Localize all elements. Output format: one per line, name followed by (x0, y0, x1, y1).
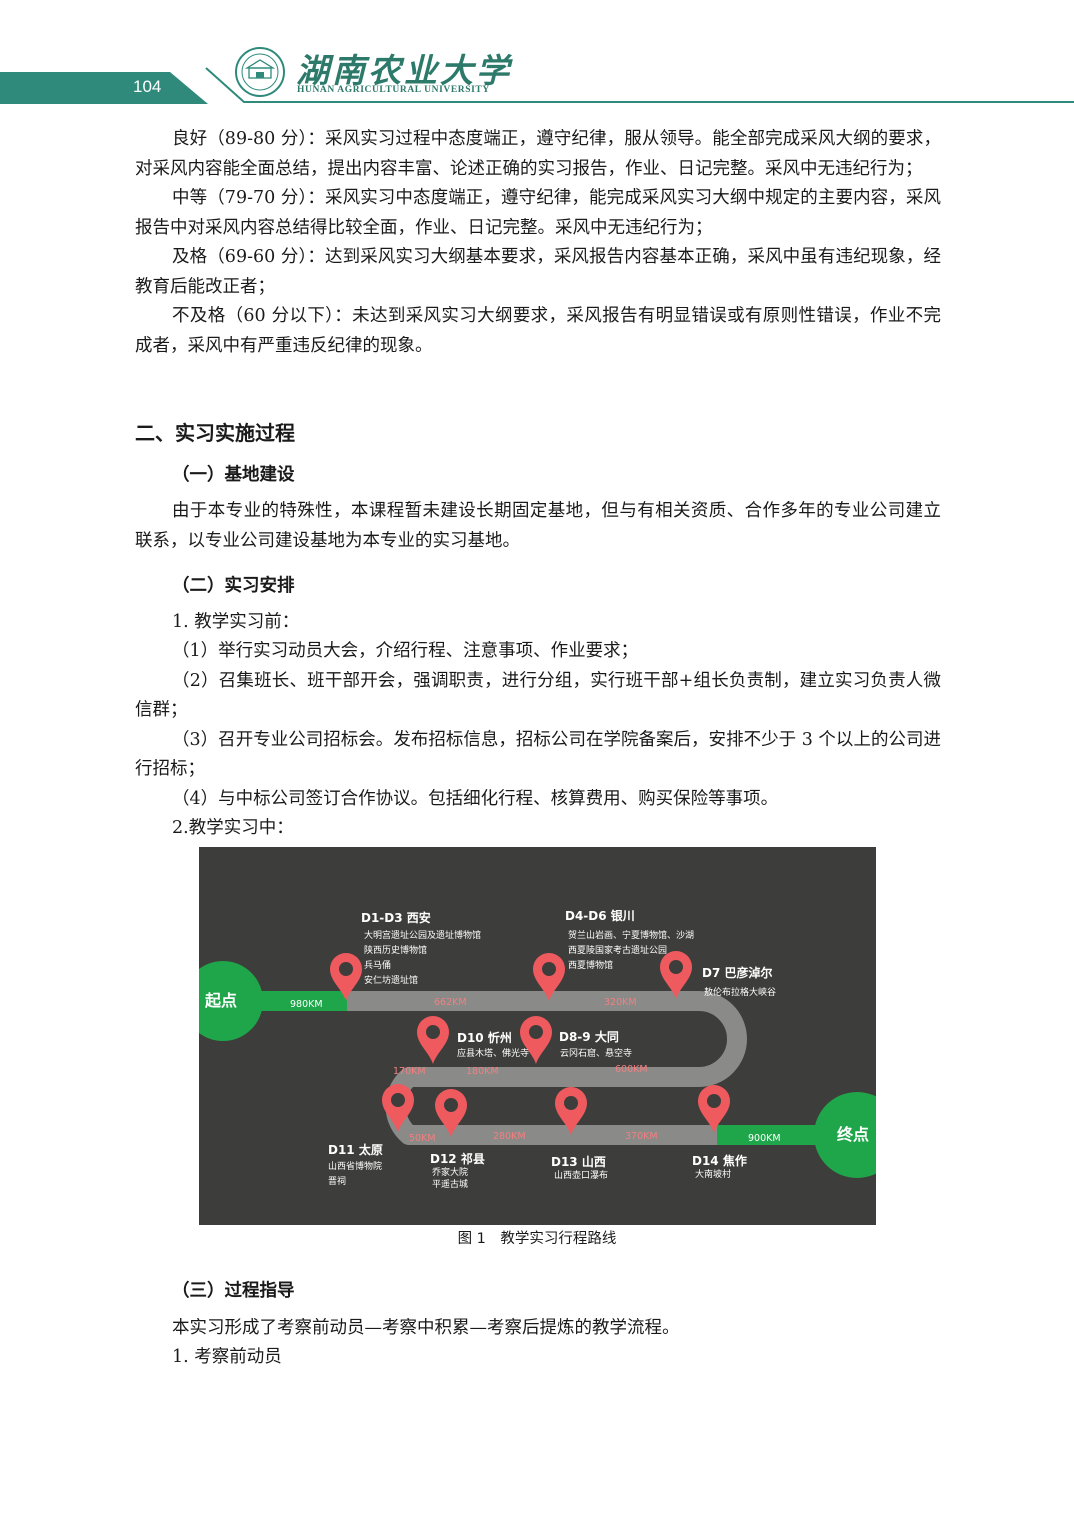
stop-detail: 山西壶口瀑布 (554, 1169, 608, 1181)
base-paragraph: 由于本专业的特殊性，本课程暂未建设长期固定基地，但与有相关资质、合作多年的专业公… (135, 501, 941, 551)
distance-label: 370KM (625, 1131, 658, 1142)
location-pin-icon (660, 951, 692, 999)
list-item: （4）与中标公司签订合作协议。包括细化行程、核算费用、购买保险等事项。 (172, 788, 779, 809)
subsection-arrangement-title: （二）实习安排 (172, 576, 295, 596)
stop-title: D14 焦作 (692, 1153, 747, 1168)
end-label: 终点 (837, 1125, 869, 1144)
university-seal-icon (235, 47, 285, 97)
location-pin-icon (520, 1016, 552, 1064)
distance-label: 180KM (466, 1066, 499, 1077)
stop-detail: 云冈石窟、悬空寺 (560, 1047, 632, 1059)
stop-title: D12 祁县 (430, 1151, 485, 1166)
stop-title: D13 山西 (551, 1154, 606, 1169)
stop-detail: 山西省博物院 (328, 1160, 382, 1172)
distance-label: 280KM (493, 1131, 526, 1142)
grading-criteria: 良好（89-80 分）：采风实习过程中态度端正，遵守纪律，服从领导。能全部完成采… (135, 125, 941, 361)
list-item: （2）召集班长、班干部开会，强调职责，进行分组，实行班干部+组长负责制，建立实习… (135, 670, 941, 721)
location-pin-icon (330, 953, 362, 1001)
list-item: （1）举行实习动员大会，介绍行程、注意事项、作业要求； (172, 641, 639, 661)
location-pin-icon (555, 1087, 587, 1135)
location-pin-icon (533, 953, 565, 1001)
stop-detail: 平遥古城 (432, 1178, 468, 1190)
university-name-en: HUNAN AGRICULTURAL UNIVERSITY (297, 85, 490, 95)
end-circle (814, 1092, 876, 1178)
step-one-title: 1. 考察前动员 (172, 1347, 282, 1367)
grade-pass: 及格（69-60 分）：达到采风实习大纲基本要求，采风报告内容基本正确，采风中虽… (135, 247, 941, 297)
start-label: 起点 (204, 991, 237, 1010)
before-practice-title: 1. 教学实习前： (172, 612, 300, 632)
stop-title: D4-D6 银川 (565, 908, 635, 923)
location-pin-icon (417, 1016, 449, 1064)
stop-detail: 晋祠 (328, 1175, 346, 1187)
distance-label: 320KM (604, 997, 637, 1008)
header-band (0, 67, 1074, 104)
section-title: 二、实习实施过程 (135, 421, 295, 445)
during-practice-title: 2.教学实习中： (172, 818, 294, 838)
grade-good: 良好（89-80 分）：采风实习过程中态度端正，遵守纪律，服从领导。能全部完成采… (135, 129, 941, 179)
subsection-base-title: （一）基地建设 (172, 465, 295, 485)
stop-detail: 西夏陵国家考古遗址公园 (568, 944, 667, 956)
stop-title: D10 忻州 (457, 1030, 512, 1045)
stop-detail: 敖伦布拉格大峡谷 (704, 986, 776, 998)
list-item: （3）召开专业公司招标会。发布招标信息，招标公司在学院备案后，安排不少于 3 个… (135, 729, 941, 780)
grade-fail: 不及格（60 分以下）：未达到采风实习大纲要求，采风报告有明显错误或有原则性错误… (135, 306, 941, 356)
distance-label: 170KM (393, 1066, 426, 1077)
subsection-guidance-title: （三）过程指导 (172, 1281, 295, 1301)
stop-detail: 安仁坊遗址馆 (364, 974, 418, 986)
stop-title: D1-D3 西安 (361, 910, 431, 925)
route-end-segment (717, 1125, 827, 1145)
page-number: 104 (133, 77, 162, 96)
route-map-figure: 起点 终点 980KM 662KM 320KM 600KM 180KM 170K… (199, 847, 876, 1225)
distance-label: 980KM (290, 999, 323, 1010)
grade-medium: 中等（79-70 分）：采风实习中态度端正，遵守纪律，能完成采风实习大纲中规定的… (135, 188, 941, 238)
stop-detail: 贺兰山岩画、宁夏博物馆、沙湖 (568, 929, 694, 941)
stop-detail: 西夏博物馆 (568, 959, 613, 971)
distance-label: 600KM (615, 1064, 648, 1075)
location-pin-icon (698, 1085, 730, 1133)
guidance-paragraph: 本实习形成了考察前动员—考察中积累—考察后提炼的教学流程。 (172, 1318, 680, 1338)
distance-label: 50KM (409, 1133, 436, 1144)
location-pin-icon (435, 1089, 467, 1137)
location-pin-icon (382, 1084, 414, 1132)
stop-detail: 大南坡村 (695, 1168, 731, 1180)
stop-title: D11 太原 (328, 1142, 383, 1157)
route-map: 起点 终点 980KM 662KM 320KM 600KM 180KM 170K… (199, 908, 876, 1190)
university-name-cn: 湖南农业大学 (296, 51, 512, 90)
stop-detail: 兵马俑 (364, 959, 391, 971)
figure-caption: 图 1 教学实习行程路线 (457, 1231, 617, 1247)
start-circle (199, 961, 263, 1041)
stop-detail: 陕西历史博物馆 (364, 944, 427, 956)
distance-label: 662KM (434, 997, 467, 1008)
stop-detail: 乔家大院 (432, 1166, 468, 1178)
stop-detail: 大明宫遗址公园及遗址博物馆 (364, 929, 481, 941)
stop-detail: 应县木塔、佛光寺 (457, 1047, 529, 1059)
stop-title: D7 巴彦淖尔 (702, 965, 773, 980)
stop-title: D8-9 大同 (559, 1029, 619, 1044)
distance-label: 900KM (748, 1133, 781, 1144)
